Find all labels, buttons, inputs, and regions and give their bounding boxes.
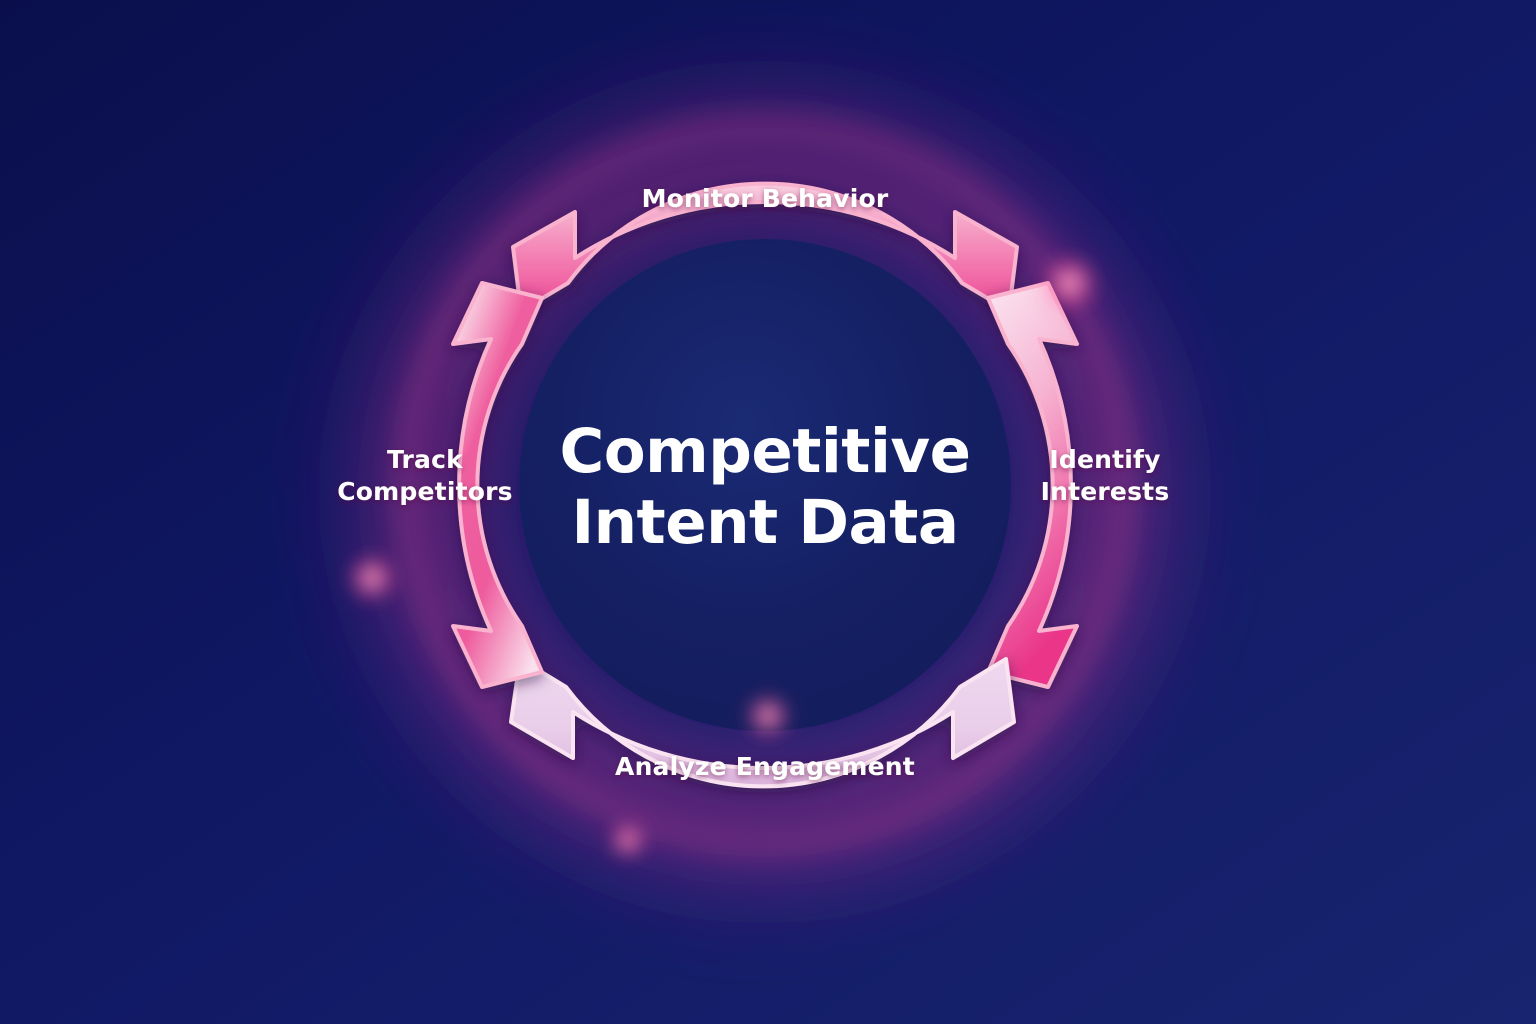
segment-analyze-engagement-shape[interactable] — [509, 657, 1016, 789]
center-title-line1: Competitive — [559, 416, 970, 487]
segment-track-competitors[interactable] — [451, 281, 544, 689]
ring-outer-glow-stroke — [397, 117, 1133, 853]
segment-monitor-behavior-label: Monitor Behavior — [642, 184, 889, 213]
center-title: Competitive Intent Data — [559, 416, 971, 558]
segment-monitor-behavior-shape[interactable] — [511, 181, 1019, 313]
segment-monitor-behavior[interactable] — [511, 181, 1019, 313]
segment-analyze-engagement-label: Analyze Engagement — [615, 752, 915, 781]
center-title-line2: Intent Data — [571, 487, 958, 558]
spark-top-right — [1040, 253, 1100, 313]
segment-track-competitors-label-line2: Competitors — [337, 477, 512, 506]
segment-analyze-engagement[interactable] — [509, 657, 1016, 789]
segment-identify-interests[interactable] — [986, 281, 1079, 689]
spark-left — [346, 552, 398, 604]
spark-bottom-center — [744, 692, 792, 740]
segment-identify-interests-label-line1: Identify — [1049, 445, 1160, 474]
segment-track-competitors-label-line1: Track — [387, 445, 464, 474]
inner-disc — [519, 239, 1011, 731]
spark-bottom-left — [608, 820, 648, 860]
segment-track-competitors-shape[interactable] — [451, 281, 544, 689]
segment-identify-interests-label-line2: Interests — [1041, 477, 1170, 506]
segment-identify-interests-shape[interactable] — [986, 281, 1079, 689]
